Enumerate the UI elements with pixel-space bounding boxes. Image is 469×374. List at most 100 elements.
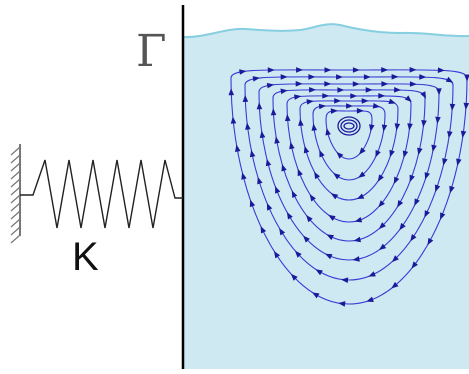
flow-arrowhead: [368, 271, 376, 277]
vortex-core-ring: [337, 116, 361, 136]
hatch-line: [10, 146, 21, 156]
flow-arrowhead: [409, 66, 417, 73]
flow-arrowhead: [294, 250, 302, 258]
flow-arrowhead: [442, 158, 448, 166]
flow-arrowhead: [402, 150, 409, 158]
flow-arrowhead: [297, 168, 303, 177]
fixed-support-hatch: [10, 144, 21, 244]
flow-arrowhead: [341, 277, 349, 283]
flow-arrowhead: [306, 99, 314, 105]
flow-arrowhead: [356, 108, 364, 114]
flow-arrowhead: [266, 82, 275, 89]
flow-arrowhead: [394, 123, 401, 131]
flow-arrowhead: [407, 123, 413, 131]
flow-arrowhead: [399, 222, 406, 231]
flow-arrowhead: [352, 256, 360, 262]
flow-arrowhead: [249, 149, 256, 158]
flow-arrowhead: [274, 136, 280, 144]
flow-arrowhead: [289, 141, 295, 150]
flow-arrowhead: [381, 67, 389, 73]
flow-arrowhead: [265, 158, 272, 167]
hatch-line: [10, 202, 21, 212]
flow-arrowhead: [378, 92, 386, 99]
flow-arrowhead: [311, 123, 318, 131]
flow-arrowhead: [417, 147, 423, 156]
flow-arrowhead: [294, 94, 302, 100]
flow-arrowhead: [391, 255, 399, 263]
flow-arrowhead: [366, 296, 374, 302]
flow-arrowhead: [434, 184, 441, 193]
flow-arrowhead: [257, 176, 263, 185]
flow-arrowhead: [298, 118, 304, 126]
streamline-loop: [272, 89, 426, 242]
flow-arrowhead: [440, 212, 446, 220]
flow-arrowhead: [378, 243, 387, 251]
flow-arrowhead: [309, 86, 317, 93]
flow-arrowhead: [414, 198, 420, 206]
hatch-line: [10, 234, 21, 244]
hatch-line: [10, 194, 21, 204]
flow-arrowhead: [334, 98, 342, 104]
flow-arrowhead: [354, 216, 363, 223]
flow-arrowhead: [359, 147, 366, 155]
flow-arrowhead: [445, 76, 454, 83]
fluid-region: [183, 24, 469, 369]
flow-arrowhead: [424, 210, 430, 218]
flow-arrowhead: [336, 151, 344, 159]
flow-arrowhead: [365, 87, 373, 93]
flow-arrowhead: [267, 67, 275, 73]
flow-arrowhead: [447, 131, 453, 139]
vortex-core-ring: [343, 122, 355, 130]
flow-arrowhead: [242, 94, 249, 103]
flow-arrowhead: [303, 235, 310, 243]
flow-arrowhead: [325, 127, 331, 136]
flow-arrowhead: [286, 212, 293, 220]
flow-arrowhead: [249, 199, 256, 208]
flow-arrowhead: [239, 69, 247, 75]
flow-arrowhead: [369, 124, 375, 132]
flow-arrowhead: [260, 225, 267, 234]
vortex-core-ring: [340, 119, 358, 133]
flow-arrowhead: [363, 74, 371, 80]
flow-arrowhead: [273, 250, 281, 259]
flow-arrowhead: [427, 237, 434, 246]
flow-arrowhead: [352, 81, 360, 87]
flow-arrowhead: [391, 74, 399, 80]
flow-arrowhead: [411, 261, 418, 269]
flow-arrowhead: [290, 273, 298, 281]
flow-arrowhead: [318, 103, 327, 110]
flow-arrowhead: [336, 74, 344, 80]
flow-arrowhead: [284, 114, 291, 122]
flow-arrowhead: [281, 163, 287, 172]
flow-arrowhead: [303, 145, 310, 154]
flow-arrowhead: [324, 67, 332, 73]
flow-arrowhead: [463, 102, 469, 110]
flow-arrowhead: [389, 149, 395, 158]
flow-arrowhead: [312, 292, 320, 299]
flow-arrowhead: [338, 301, 346, 307]
hatch-line: [10, 186, 21, 196]
flow-arrowhead: [275, 186, 281, 194]
flow-arrowhead: [337, 87, 345, 93]
hatch-line: [10, 154, 21, 164]
flow-arrowhead: [353, 236, 362, 243]
flow-arrowhead: [424, 172, 430, 180]
flow-arrowhead: [391, 281, 399, 289]
spring-stiffness-label: K: [72, 235, 99, 279]
flow-arrowhead: [259, 130, 266, 139]
flow-arrowhead: [361, 98, 369, 104]
flow-arrowhead: [409, 174, 415, 183]
flow-arrowhead: [314, 171, 321, 180]
flow-arrowhead: [291, 190, 298, 199]
flow-arrowhead: [295, 81, 303, 87]
flow-arrowhead: [356, 193, 365, 199]
flow-arrowhead: [378, 200, 385, 208]
flow-arrowhead: [420, 91, 427, 99]
streamline-loop: [244, 76, 454, 281]
flow-arrowhead: [377, 174, 384, 182]
flow-arrowhead: [460, 130, 467, 139]
flow-arrowhead: [449, 103, 456, 111]
flow-arrowhead: [306, 214, 313, 223]
